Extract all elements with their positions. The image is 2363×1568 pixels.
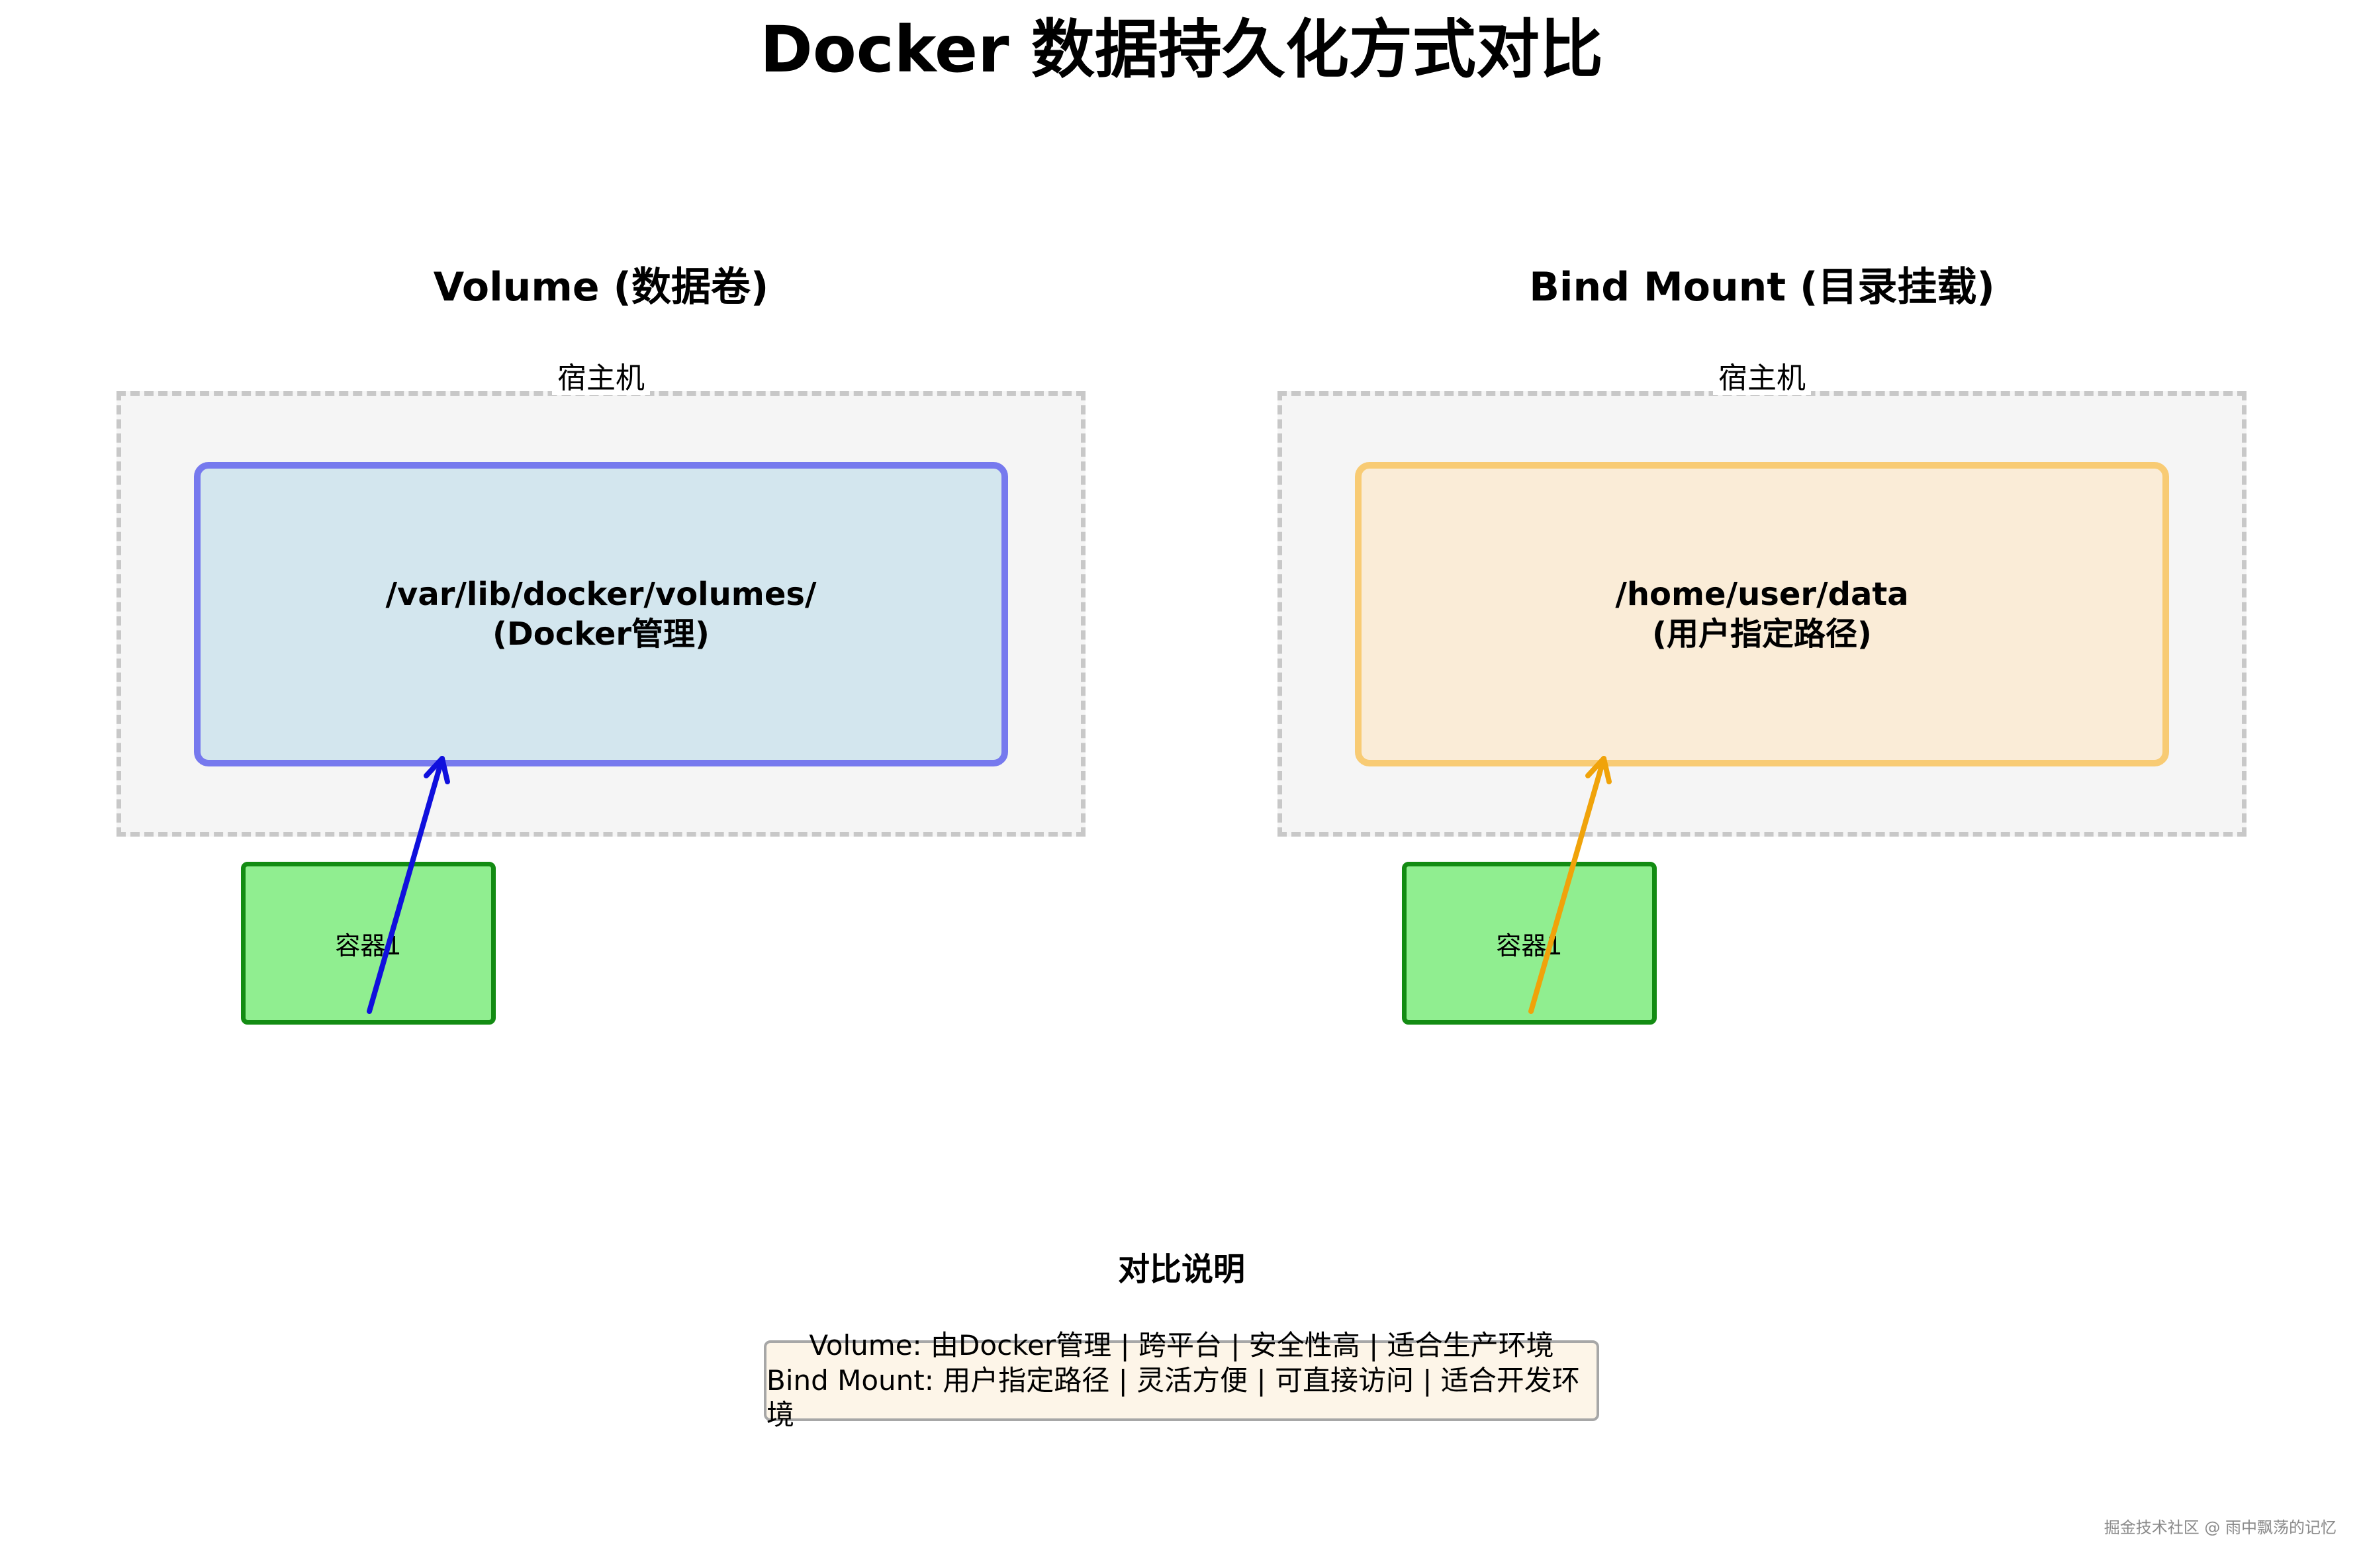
comparison-heading: 对比说明 [1117, 1251, 1245, 1288]
comparison-summary-box: Volume: 由Docker管理 | 跨平台 | 安全性高 | 适合生产环境 … [764, 1329, 1599, 1431]
bind-mount-arrow [1528, 756, 1612, 1014]
comparison-bind-line: Bind Mount: 用户指定路径 | 灵活方便 | 可直接访问 | 适合开发… [766, 1363, 1580, 1432]
bind-panel-heading: Bind Mount (目录挂载) [1529, 264, 1995, 310]
bind-container-box: 容器1 [1402, 862, 1657, 1025]
volume-storage-path: /var/lib/docker/volumes/ [385, 576, 817, 613]
volume-host-label: 宿主机 [116, 361, 1086, 396]
bind-host-label: 宿主机 [1277, 361, 2247, 396]
bind-storage-box: /home/user/data (用户指定路径) [1355, 462, 2169, 766]
volume-storage-note: (Docker管理) [492, 616, 710, 653]
comparison-volume-line: Volume: 由Docker管理 | 跨平台 | 安全性高 | 适合生产环境 [809, 1329, 1554, 1362]
watermark: 掘金技术社区 @ 雨中飘荡的记忆 [2104, 1518, 2337, 1537]
bind-storage-path: /home/user/data [1615, 576, 1909, 613]
volume-panel-heading: Volume (数据卷) [433, 264, 769, 310]
volume-container-box: 容器1 [241, 862, 496, 1025]
page-title: Docker 数据持久化方式对比 [760, 13, 1603, 87]
volume-storage-box: /var/lib/docker/volumes/ (Docker管理) [194, 462, 1008, 766]
bind-storage-note: (用户指定路径) [1652, 616, 1872, 653]
volume-mount-arrow [367, 756, 450, 1014]
